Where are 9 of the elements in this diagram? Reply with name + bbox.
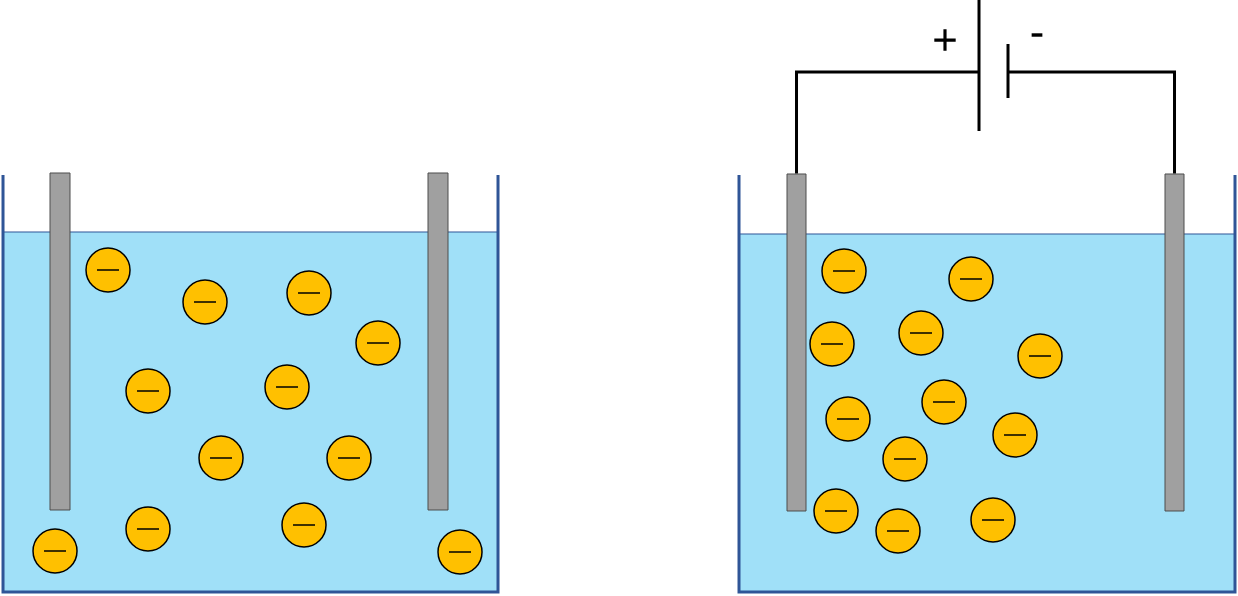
polarity-sign: - bbox=[1031, 33, 1043, 37]
wire bbox=[1008, 70, 1176, 174]
wire bbox=[795, 70, 979, 174]
battery-symbol bbox=[977, 0, 1010, 133]
electrode bbox=[786, 173, 807, 512]
electrode bbox=[49, 172, 71, 511]
polarity-sign: + bbox=[934, 29, 956, 51]
electrode bbox=[427, 172, 449, 511]
electrode bbox=[1164, 173, 1185, 512]
